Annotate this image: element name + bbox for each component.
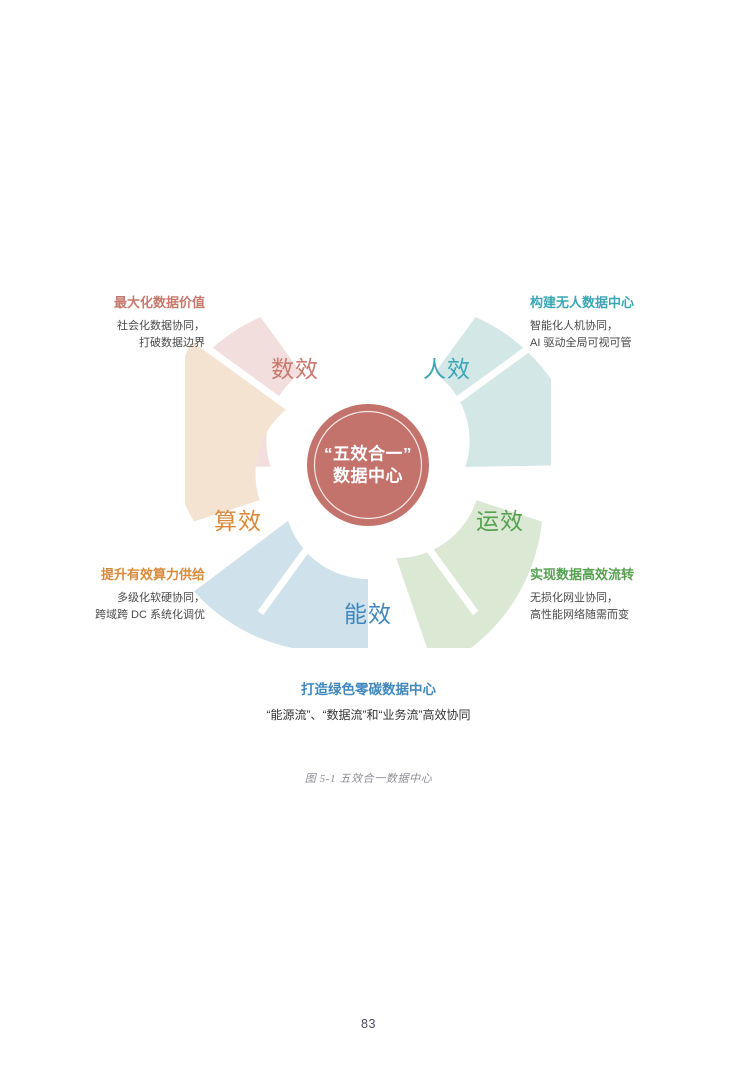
donut-chart: 数效 人效 运效 能效 算效 “五效合一” 数据中心 (185, 282, 551, 648)
callout-effective-computing-supply: 提升有效算力供给 多级化软硬协同， 跨域跨 DC 系统化调优 (0, 565, 205, 624)
callout-line2-unmanned-data-center: AI 驱动全局可视可管 (530, 336, 632, 349)
callout-line2-maximize-data-value: 打破数据边界 (139, 336, 205, 349)
segment-yun-xiao[interactable] (367, 482, 546, 648)
segment-ren-xiao[interactable] (401, 314, 551, 522)
figure-caption: 图 5-1 五效合一数据中心 (304, 773, 433, 785)
core-label-line2: 数据中心 (333, 466, 403, 485)
callout-line2-efficient-data-flow: 高性能网络随需而变 (530, 608, 629, 621)
core-disc-fill (307, 404, 429, 526)
core-label-line1: “五效合一” (324, 444, 412, 464)
callout-line1-unmanned-data-center: 智能化人机协同， (530, 319, 618, 332)
callout-line1-efficient-data-flow: 无损化网业协同， (530, 591, 618, 604)
callout-green-zero-carbon: 打造绿色零碳数据中心 “能源流”、“数据流”和“业务流”高效协同 (0, 680, 737, 725)
callout-line1-effective-computing-supply: 多级化软硬协同， (117, 591, 205, 604)
core-label: “五效合一” 数据中心 (324, 443, 412, 487)
callout-efficient-data-flow: 实现数据高效流转 无损化网业协同， 高性能网络随需而变 (530, 565, 737, 624)
donut-chart-svg (185, 282, 551, 648)
callout-unmanned-data-center: 构建无人数据中心 智能化人机协同， AI 驱动全局可视可管 (530, 293, 737, 352)
page-number: 83 (361, 1017, 376, 1031)
callout-line1-green-zero-carbon: “能源流”、“数据流”和“业务流”高效协同 (266, 708, 471, 723)
callout-line1-maximize-data-value: 社会化数据协同， (117, 319, 205, 332)
callout-title-efficient-data-flow: 实现数据高效流转 (530, 567, 635, 582)
callout-title-green-zero-carbon: 打造绿色零碳数据中心 (301, 682, 436, 697)
figure-five-efficiency-diagram: 数效 人效 运效 能效 算效 “五效合一” 数据中心 最大化数据价值 社会化数据… (0, 255, 737, 815)
callout-title-unmanned-data-center: 构建无人数据中心 (530, 295, 635, 310)
callout-maximize-data-value: 最大化数据价值 社会化数据协同， 打破数据边界 (0, 293, 205, 352)
callout-title-maximize-data-value: 最大化数据价值 (113, 295, 205, 310)
core-disc-inner-ring (313, 410, 423, 520)
callout-title-effective-computing-supply: 提升有效算力供给 (100, 567, 205, 582)
callout-line2-effective-computing-supply: 跨域跨 DC 系统化调优 (95, 608, 205, 621)
segment-suan-xiao[interactable] (185, 317, 315, 523)
